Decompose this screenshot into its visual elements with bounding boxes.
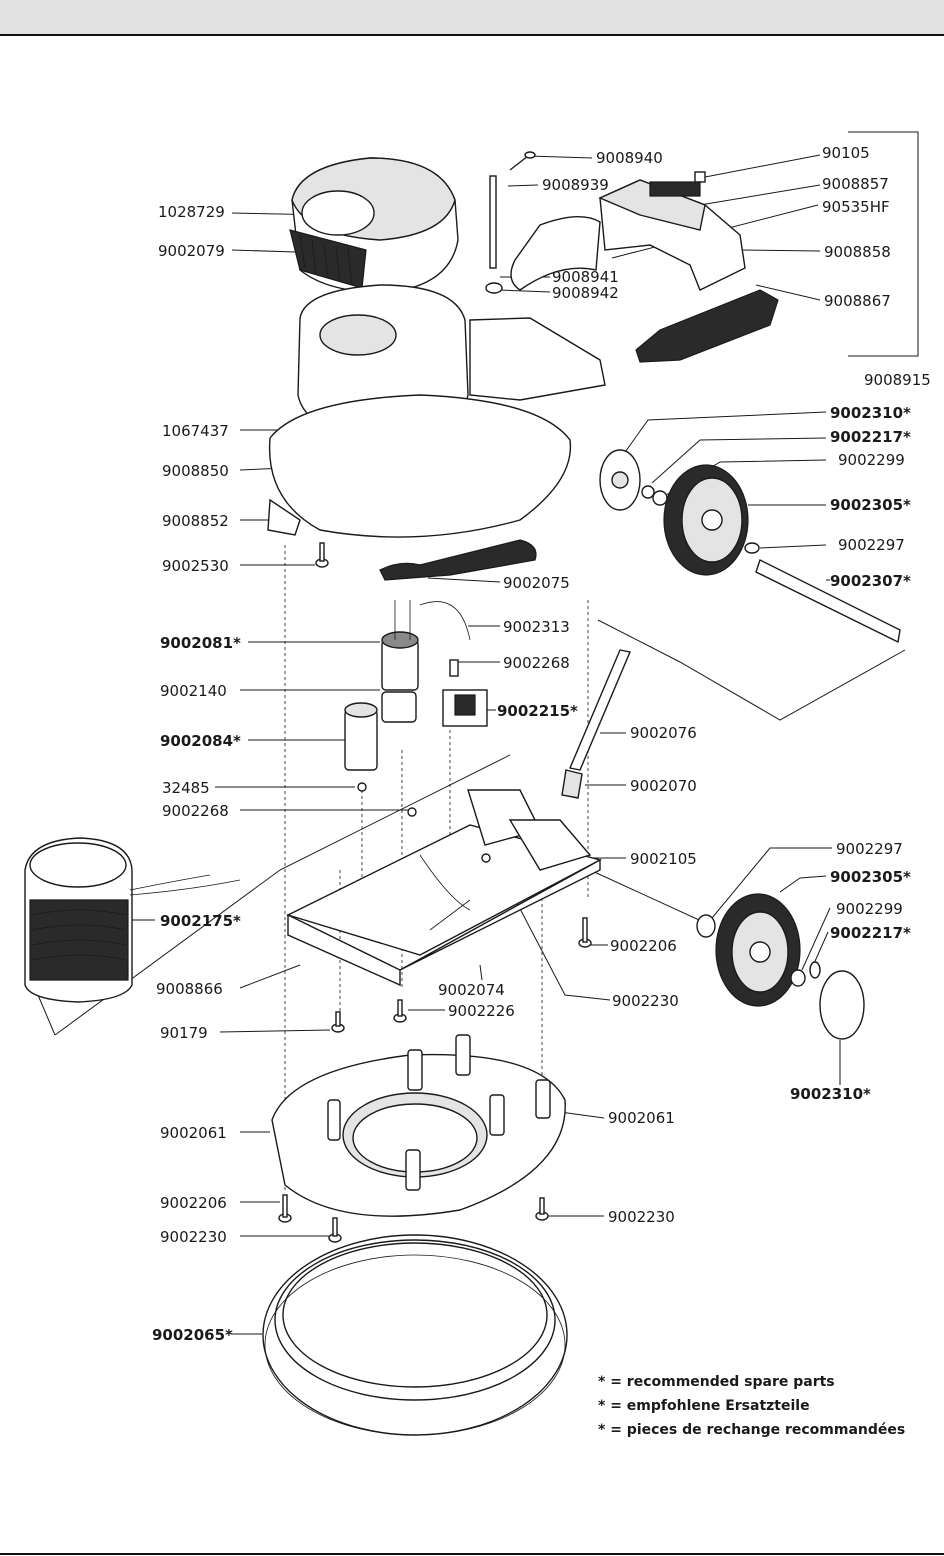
label-9002313: 9002313 xyxy=(503,618,570,636)
label-9002217-lower: 9002217* xyxy=(830,924,911,942)
label-9002140: 9002140 xyxy=(160,682,227,700)
leader-lines xyxy=(37,131,919,1335)
label-9002076: 9002076 xyxy=(630,724,697,742)
label-9002217-upper: 9002217* xyxy=(830,428,911,446)
label-9008867: 9008867 xyxy=(824,292,891,310)
label-90105: 90105 xyxy=(822,144,870,162)
label-9002307: 9002307* xyxy=(830,572,911,590)
label-9008852: 9008852 xyxy=(162,512,229,530)
motor-cap-part xyxy=(289,157,459,293)
label-9002230-right: 9002230 xyxy=(608,1208,675,1226)
label-9002310-upper: 9002310* xyxy=(830,404,911,422)
label-9002206-lower: 9002206 xyxy=(160,1194,227,1212)
legend-french: * = pieces de rechange recommandées xyxy=(598,1422,905,1438)
handle-bracket-part xyxy=(510,171,779,363)
label-9002297-upper: 9002297 xyxy=(838,536,905,554)
label-9002268-upper: 9002268 xyxy=(503,654,570,672)
chassis-plate-part xyxy=(286,789,602,987)
label-9002310-lower: 9002310* xyxy=(790,1085,871,1103)
capacitor-parts xyxy=(344,600,488,792)
label-9008866: 9008866 xyxy=(156,980,223,998)
label-9002079: 9002079 xyxy=(158,242,225,260)
label-9002206-upper: 9002206 xyxy=(610,937,677,955)
part-labels: 9008940 90105 9008939 9008857 1028729 90… xyxy=(152,144,931,1344)
base-plate-part xyxy=(271,1034,566,1217)
label-9008941: 9008941 xyxy=(552,268,619,286)
wheel-lower-part xyxy=(696,893,865,1040)
cable-rod-part xyxy=(561,649,631,799)
label-90179: 90179 xyxy=(160,1024,208,1042)
label-9002215: 9002215* xyxy=(497,702,578,720)
label-9002230-left: 9002230 xyxy=(160,1228,227,1246)
label-9002070: 9002070 xyxy=(630,777,697,795)
label-9008942: 9008942 xyxy=(552,284,619,302)
label-9008940: 9008940 xyxy=(596,149,663,167)
screws xyxy=(278,542,592,1243)
label-9002105: 9002105 xyxy=(630,850,697,868)
label-9002081: 9002081* xyxy=(160,634,241,652)
label-9008858: 9008858 xyxy=(824,243,891,261)
label-9008915: 9008915 xyxy=(864,371,931,389)
legend-german: * = empfohlene Ersatzteile xyxy=(598,1398,810,1414)
label-9002230-upper: 9002230 xyxy=(612,992,679,1010)
label-9002061-left: 9002061 xyxy=(160,1124,227,1142)
label-9008850: 9008850 xyxy=(162,462,229,480)
label-9002175: 9002175* xyxy=(160,912,241,930)
label-9002297-lower: 9002297 xyxy=(836,840,903,858)
label-9008939: 9008939 xyxy=(542,176,609,194)
motor-housing-part xyxy=(267,284,606,581)
label-9002075: 9002075 xyxy=(503,574,570,592)
label-9002305-lower: 9002305* xyxy=(830,868,911,886)
pin-part xyxy=(485,151,536,294)
header-bar xyxy=(0,0,944,36)
footer-rule xyxy=(0,1553,944,1555)
label-9002226: 9002226 xyxy=(448,1002,515,1020)
label-9002084: 9002084* xyxy=(160,732,241,750)
motor-part xyxy=(24,837,241,1003)
label-9008857: 9008857 xyxy=(822,175,889,193)
label-1028729: 1028729 xyxy=(158,203,225,221)
legend-english: * = recommended spare parts xyxy=(598,1374,835,1390)
label-9002061-right: 9002061 xyxy=(608,1109,675,1127)
label-9002299-lower: 9002299 xyxy=(836,900,903,918)
label-9002074: 9002074 xyxy=(438,981,505,999)
label-9002305-upper: 9002305* xyxy=(830,496,911,514)
spare-parts-legend: * = recommended spare parts * = empfohle… xyxy=(598,1374,905,1438)
label-9002065: 9002065* xyxy=(152,1326,233,1344)
label-9002299-upper: 9002299 xyxy=(838,451,905,469)
label-9002268-lower: 9002268 xyxy=(162,802,229,820)
label-90535HF: 90535HF xyxy=(822,198,890,216)
label-1067437: 1067437 xyxy=(162,422,229,440)
label-9002530: 9002530 xyxy=(162,557,229,575)
label-32485: 32485 xyxy=(162,779,210,797)
bumper-ring-part xyxy=(262,1234,568,1436)
wheel-upper-part xyxy=(599,449,901,644)
